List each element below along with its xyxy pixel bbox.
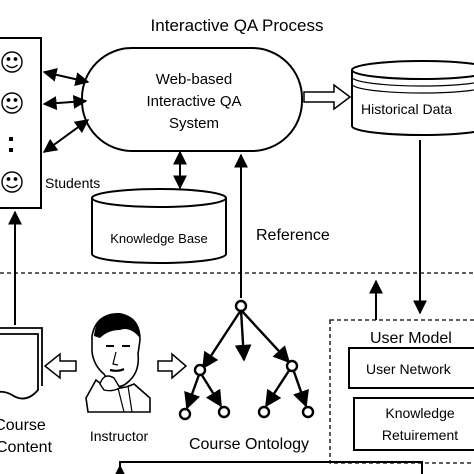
- arrow-students-qa-1: [42, 67, 90, 87]
- feedback-line: [119, 461, 423, 474]
- user-network-box: [348, 347, 474, 389]
- hollow-arrow-icon: [157, 352, 188, 380]
- instructor-portrait-icon: [85, 312, 151, 413]
- ontology-tree: [178, 299, 315, 421]
- ellipsis-dots: [9, 137, 13, 152]
- diagram-title: Interactive QA Process: [151, 16, 324, 35]
- smiley-face-icon: [1, 92, 23, 114]
- qa-system-line1: Web-based: [156, 71, 232, 88]
- user-model-box: [329, 319, 474, 464]
- reference-label: Reference: [256, 227, 330, 244]
- smiley-face-icon: [1, 51, 23, 73]
- historical-data-label: Historical Data: [361, 101, 452, 117]
- students-box: [0, 37, 42, 209]
- user-network-label: User Network: [366, 361, 452, 377]
- qa-system-line2: Interactive QA: [146, 93, 241, 110]
- knowledge-requirement-line1: Knowledge: [385, 405, 454, 421]
- knowledge-requirement-line2: Retuirement: [382, 427, 458, 443]
- instructor-label: Instructor: [90, 428, 149, 444]
- database-cylinder-icon: [91, 188, 227, 264]
- database-cylinder-icon: [351, 60, 474, 136]
- course-content-line2: Content: [0, 439, 53, 456]
- hollow-arrow-icon: [303, 83, 352, 111]
- arrow-students-qa-2: [42, 94, 88, 111]
- user-model-title: User Model: [370, 330, 452, 347]
- arrow-students-qa-3: [42, 119, 90, 153]
- qa-system-line3: System: [169, 115, 219, 132]
- knowledge-base-label: Knowledge Base: [110, 231, 208, 246]
- smiley-face-icon: [1, 171, 23, 193]
- course-ontology-label: Course Ontology: [189, 436, 309, 453]
- hollow-arrow-icon: [43, 352, 77, 380]
- document-stack-icon: [0, 327, 43, 400]
- course-content-line1: Course: [0, 417, 46, 434]
- knowledge-requirement-box: [353, 397, 474, 451]
- students-label: Students: [45, 175, 100, 191]
